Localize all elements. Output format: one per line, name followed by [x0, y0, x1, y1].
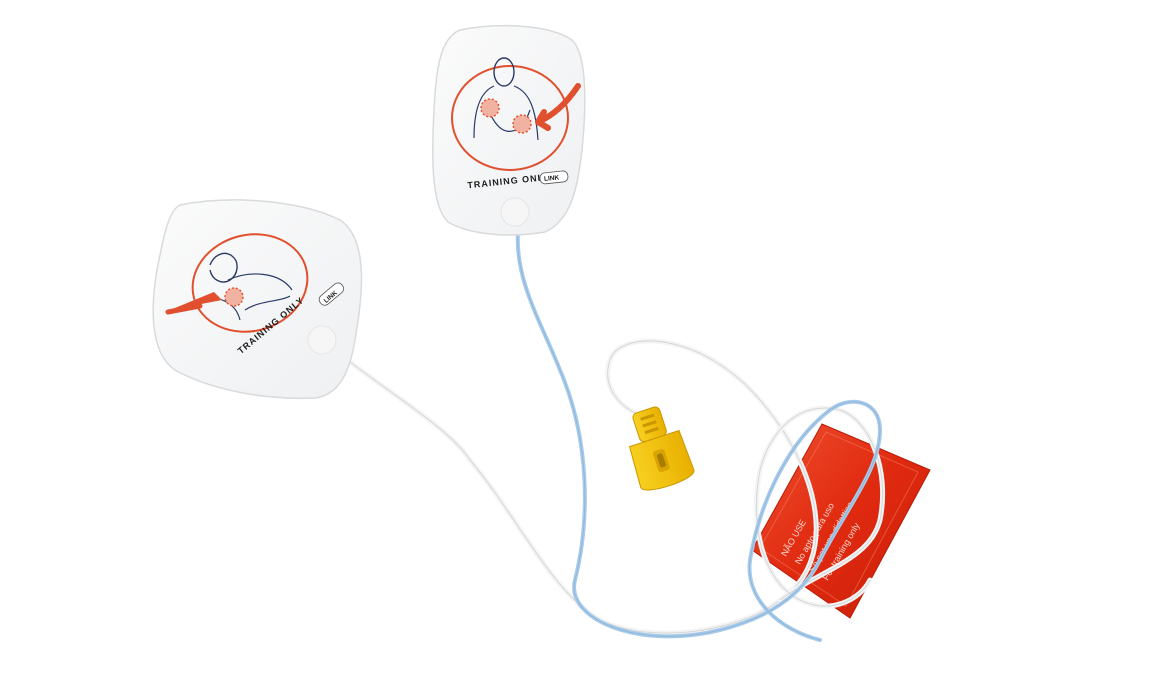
right-electrode-pad: TRAINING ONLY LINK [432, 24, 586, 236]
right-pad-badge: LINK [539, 170, 569, 185]
yellow-connector [628, 406, 695, 491]
right-pad-badge-text: LINK [544, 174, 560, 183]
left-pad-badge: LINK [318, 282, 345, 306]
red-pouch: NÃO USE No apto para uso Só per uso dida… [751, 423, 931, 619]
left-electrode-pad: TRAINING ONLY LINK [152, 199, 363, 400]
